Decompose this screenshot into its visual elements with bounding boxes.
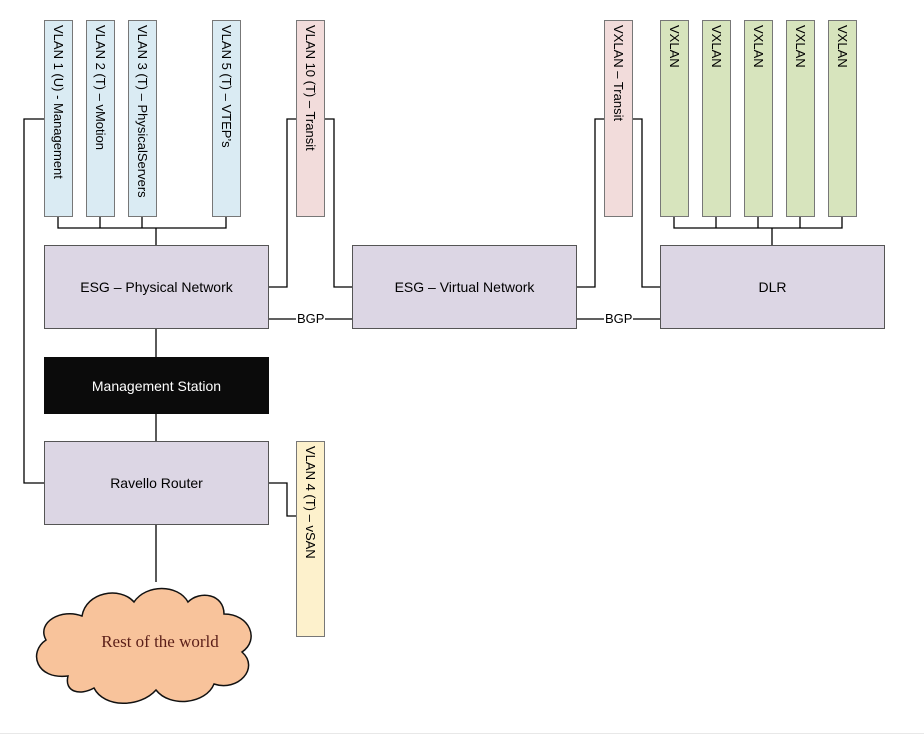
vxlan-label: VXLAN [709, 25, 724, 68]
link-vlan10-esg-virtual [325, 118, 352, 288]
vxlan-5: VXLAN [828, 20, 857, 217]
link-ravello-vlan4 [268, 482, 296, 517]
vlan1-label: VLAN 1 (U) - Management [51, 25, 66, 179]
vlan2-label: VLAN 2 (T) – vMotion [93, 25, 108, 150]
cloud-label: Rest of the world [101, 632, 219, 651]
vlan10-transit: VLAN 10 (T) – Transit [296, 20, 325, 217]
vxlan-1: VXLAN [660, 20, 689, 217]
bgp-label-left: BGP [296, 311, 326, 326]
vlan4-label: VLAN 4 (T) – vSAN [303, 446, 318, 559]
vxlan-4: VXLAN [786, 20, 815, 217]
vlan3-label: VLAN 3 (T) – PhysicalServers [135, 25, 150, 198]
vlan1-management: VLAN 1 (U) - Management [44, 20, 73, 217]
ravello-router: Ravello Router [44, 441, 269, 525]
bgp-label-right: BGP [604, 311, 634, 326]
vxlan-transit: VXLAN – Transit [604, 20, 633, 217]
esg-physical-network: ESG – Physical Network [44, 245, 269, 329]
vxlan-2: VXLAN [702, 20, 731, 217]
management-station-label: Management Station [91, 377, 222, 394]
esg-physical-label: ESG – Physical Network [80, 279, 233, 295]
vxlan-label: VXLAN [667, 25, 682, 68]
dlr: DLR [660, 245, 885, 329]
link-esg-virtual-vxlan-transit [576, 118, 604, 288]
vlan2-vmotion: VLAN 2 (T) – vMotion [86, 20, 115, 217]
bottom-divider [0, 733, 924, 734]
vlan5-label: VLAN 5 (T) – VTEP’s [219, 25, 234, 148]
vxlan-label: VXLAN [751, 25, 766, 68]
link-esg-physical-vlan10 [268, 118, 296, 288]
management-station: Management Station [44, 357, 269, 414]
ravello-router-label: Ravello Router [110, 475, 203, 491]
vxlan-label: VXLAN [835, 25, 850, 68]
link-vxlan-transit-dlr [633, 118, 660, 288]
vxlan-transit-label: VXLAN – Transit [611, 25, 626, 122]
esg-virtual-label: ESG – Virtual Network [394, 279, 535, 295]
vlan5-vteps: VLAN 5 (T) – VTEP’s [212, 20, 241, 217]
esg-virtual-network: ESG – Virtual Network [352, 245, 577, 329]
vlan3-physicalservers: VLAN 3 (T) – PhysicalServers [128, 20, 157, 217]
link-vlan1-ravello [23, 118, 44, 484]
vxlan-3: VXLAN [744, 20, 773, 217]
vlan4-vsan: VLAN 4 (T) – vSAN [296, 441, 325, 637]
link-vlan1-bus [57, 216, 156, 229]
cloud-icon [36, 587, 252, 704]
vxlan-label: VXLAN [793, 25, 808, 68]
dlr-label: DLR [758, 279, 787, 295]
link-vlan5-bus [156, 216, 227, 229]
vlan10-label: VLAN 10 (T) – Transit [303, 25, 318, 151]
